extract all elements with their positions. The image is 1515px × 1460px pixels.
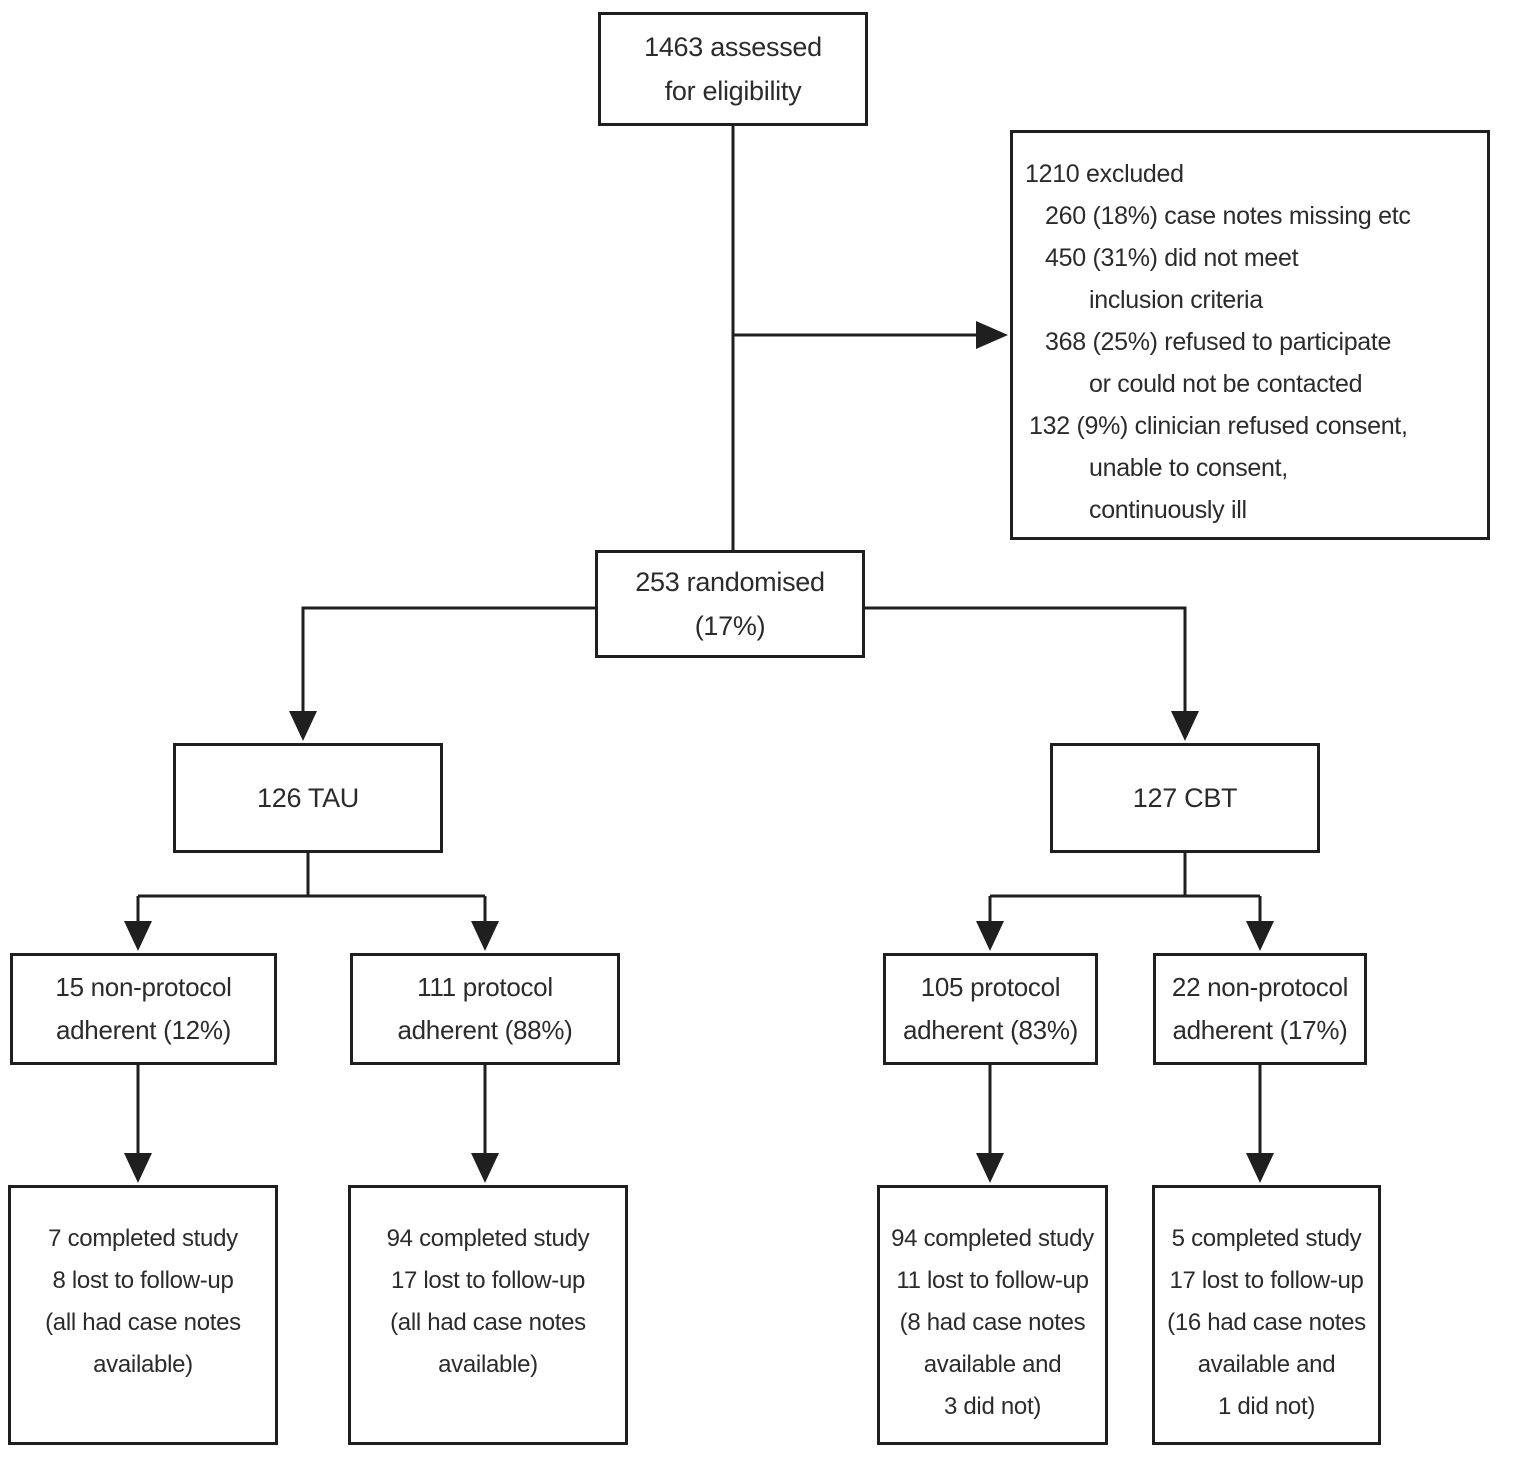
excluded-line: inclusion criteria: [1089, 286, 1263, 314]
cbt-protocol-box: 105 protocol adherent (83%): [883, 953, 1098, 1065]
arrowhead-out-tau-nonprot: [124, 1153, 152, 1183]
assessed-line: 1463 assessed: [644, 32, 822, 62]
connector-arrowheads: [124, 321, 1274, 1183]
arrowhead-cbt-prot: [976, 921, 1004, 951]
randomised-line: (17%): [694, 611, 766, 641]
arrowhead-tau: [289, 711, 317, 741]
cbt-arm-box: 127 CBT: [1050, 743, 1320, 853]
excluded-box: 1210 excluded 260 (18%) case notes missi…: [1010, 130, 1490, 540]
tau-protocol-box: 111 protocol adherent (88%): [350, 953, 620, 1065]
cbt-protocol-outcome-box: 94 completed study 11 lost to follow-up …: [877, 1185, 1108, 1445]
randomised-box: 253 randomised (17%): [595, 550, 865, 658]
randomised-line: 253 randomised: [635, 567, 825, 597]
arrowhead-out-cbt-prot: [976, 1153, 1004, 1183]
tau-nonprotocol-outcome-box: 7 completed study 8 lost to follow-up (a…: [8, 1185, 278, 1445]
outcome-line: (all had case notes: [390, 1309, 586, 1336]
arrowhead-out-tau-prot: [471, 1153, 499, 1183]
excluded-line: 260 (18%) case notes missing etc: [1045, 202, 1411, 230]
connector-lines: [136, 126, 1262, 1155]
outcome-line: 1 did not): [1217, 1393, 1316, 1420]
arrowhead-out-cbt-nonprot: [1246, 1153, 1274, 1183]
outcome-line: (8 had case notes: [899, 1309, 1086, 1336]
tau-nonprotocol-line: adherent (12%): [55, 1015, 232, 1045]
arrowhead-cbt: [1171, 711, 1199, 741]
tau-protocol-line: adherent (88%): [397, 1015, 573, 1045]
arrowhead-tau-prot: [471, 921, 499, 951]
outcome-line: available): [93, 1351, 193, 1378]
outcome-line: available and: [1197, 1351, 1336, 1378]
outcome-line: 5 completed study: [1171, 1225, 1362, 1252]
outcome-line: 94 completed study: [386, 1225, 590, 1252]
excluded-line: continuously ill: [1089, 496, 1247, 524]
outcome-line: available): [438, 1351, 538, 1378]
cbt-nonprotocol-outcome-box: 5 completed study 17 lost to follow-up (…: [1152, 1185, 1381, 1445]
cbt-arm-label: 127 CBT: [1132, 783, 1238, 813]
excluded-line: or could not be contacted: [1089, 370, 1363, 398]
tau-protocol-outcome-box: 94 completed study 17 lost to follow-up …: [348, 1185, 628, 1445]
outcome-line: 17 lost to follow-up: [1169, 1267, 1364, 1294]
excluded-line: unable to consent,: [1089, 454, 1288, 482]
outcome-line: (16 had case notes: [1167, 1309, 1366, 1336]
outcome-line: 94 completed study: [891, 1225, 1094, 1252]
excluded-line: 132 (9%) clinician refused consent,: [1029, 412, 1408, 440]
assessed-line: for eligibility: [664, 76, 802, 106]
tau-protocol-line: 111 protocol: [417, 972, 553, 1002]
outcome-line: 8 lost to follow-up: [52, 1267, 234, 1294]
cbt-nonprotocol-line: adherent (17%): [1172, 1015, 1348, 1045]
excluded-line: 368 (25%) refused to participate: [1045, 328, 1392, 356]
arrowhead-cbt-nonprot: [1246, 921, 1274, 951]
arrowhead-tau-nonprot: [124, 921, 152, 951]
tau-arm-label: 126 TAU: [257, 783, 359, 813]
assessed-for-eligibility-box: 1463 assessed for eligibility: [598, 12, 868, 126]
tau-nonprotocol-line: 15 non-protocol: [55, 972, 232, 1002]
tau-arm-box: 126 TAU: [173, 743, 443, 853]
outcome-line: 3 did not): [943, 1393, 1042, 1420]
outcome-line: 17 lost to follow-up: [390, 1267, 586, 1294]
cbt-protocol-line: 105 protocol: [920, 972, 1061, 1002]
outcome-line: available and: [923, 1351, 1062, 1378]
excluded-line: 450 (31%) did not meet: [1045, 244, 1299, 272]
arrowhead-excluded: [976, 321, 1008, 349]
excluded-line: 1210 excluded: [1025, 160, 1184, 188]
cbt-nonprotocol-line: 22 non-protocol: [1171, 972, 1349, 1002]
cbt-protocol-line: adherent (83%): [902, 1015, 1079, 1045]
outcome-line: 11 lost to follow-up: [896, 1267, 1089, 1294]
outcome-line: 7 completed study: [48, 1225, 238, 1252]
cbt-nonprotocol-box: 22 non-protocol adherent (17%): [1153, 953, 1367, 1065]
tau-nonprotocol-box: 15 non-protocol adherent (12%): [10, 953, 277, 1065]
outcome-line: (all had case notes: [45, 1309, 241, 1336]
